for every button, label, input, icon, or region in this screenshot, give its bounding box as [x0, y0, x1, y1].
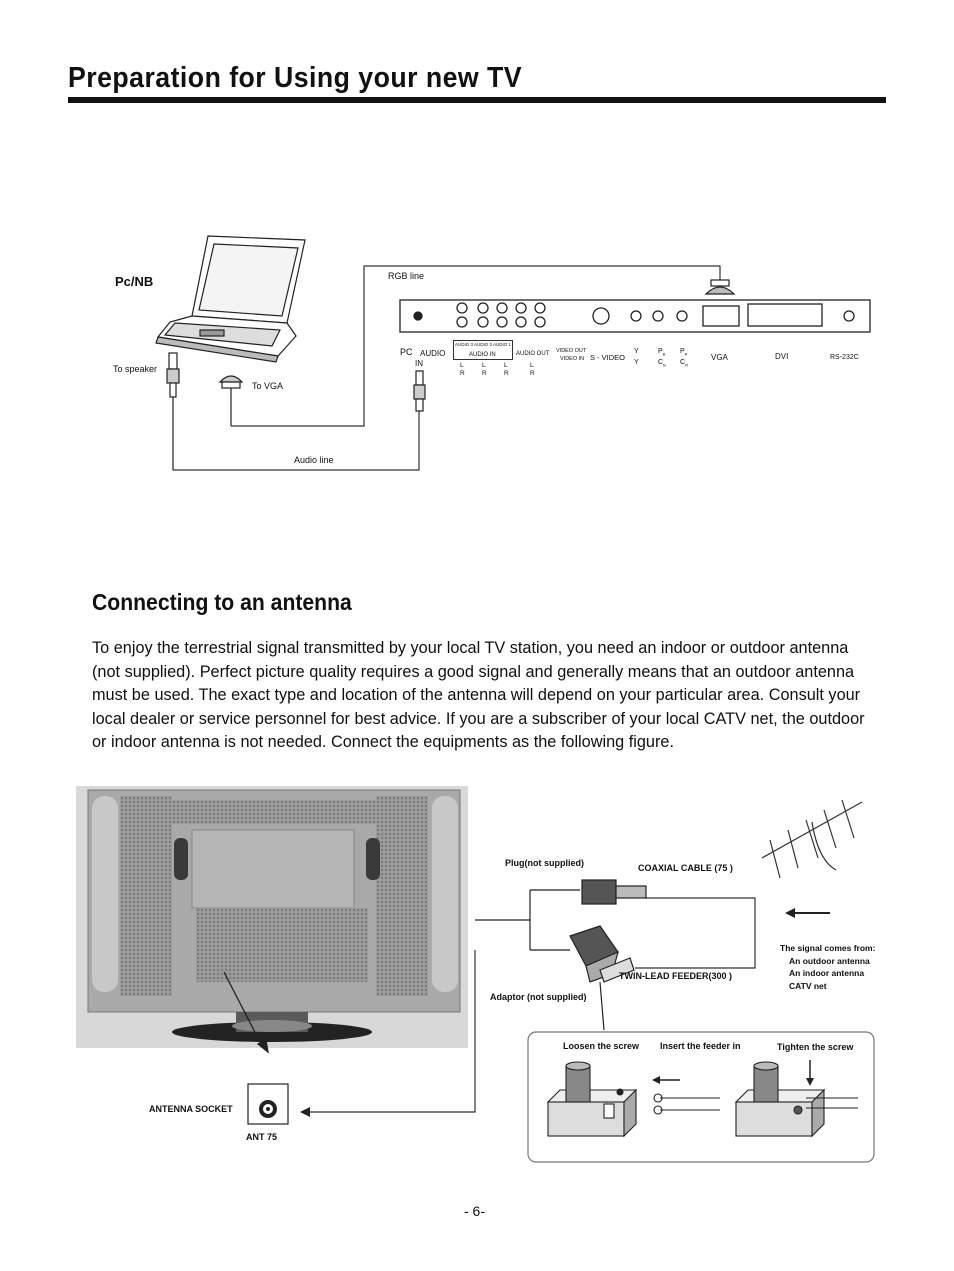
pb-label: PB	[658, 348, 666, 357]
vga-label: VGA	[711, 353, 728, 362]
paragraph-line: or indoor antenna is not needed. Connect…	[92, 733, 674, 751]
adaptor-label: Adaptor (not supplied)	[490, 992, 587, 1002]
loosen-screw-label: Loosen the screw	[563, 1041, 640, 1051]
insert-feeder-label: Insert the feeder in	[660, 1041, 741, 1051]
signal-arrow-head	[785, 908, 795, 918]
antenna-heading: Connecting to an antenna	[92, 589, 352, 615]
signal-source-list: The signal comes from: An outdoor antenn…	[780, 942, 875, 992]
page-number: - 6-	[464, 1203, 485, 1219]
l-label-3: L	[504, 362, 508, 369]
plug-label: Plug(not supplied)	[505, 858, 584, 868]
antenna-connection-diagram	[76, 786, 875, 1163]
pc-audio-label-in: IN	[415, 359, 423, 368]
pc-connection-diagram	[155, 235, 871, 471]
audio-out-label: AUDIO OUT	[516, 351, 550, 357]
audio3-label: AUDIO 3	[455, 342, 474, 347]
tv-rear-panel	[399, 299, 871, 333]
r-label-1: R	[460, 370, 465, 377]
antenna-socket-label: ANTENNA SOCKET	[149, 1104, 233, 1114]
page-title: Preparation for Using your new TV	[68, 62, 522, 94]
paragraph-line: To enjoy the terrestrial signal transmit…	[92, 639, 849, 657]
terminal-left	[546, 1061, 638, 1138]
signal-source-item: An outdoor antenna	[789, 955, 870, 966]
title-rule	[68, 97, 886, 103]
r-label-3: R	[504, 370, 509, 377]
socket-arrow	[300, 1107, 310, 1117]
plug-illustration	[475, 879, 647, 951]
signal-source-item: CATV net	[789, 980, 827, 991]
antenna-illustration	[761, 799, 863, 879]
dvi-label: DVI	[775, 352, 789, 361]
antenna-paragraph: To enjoy the terrestrial signal transmit…	[92, 637, 882, 755]
pc-nb-label: Pc/NB	[115, 274, 154, 289]
video-in-label: VIDEO IN	[560, 356, 585, 362]
socket-cable	[306, 950, 476, 1113]
rgb-connector	[704, 279, 736, 295]
l-label-4: L	[530, 362, 534, 369]
tighten-arrow-head	[806, 1078, 814, 1086]
cr-label: CR	[680, 359, 688, 368]
rgb-line-label: RGB line	[388, 271, 425, 281]
pc-audio-label-pc: PC	[400, 347, 413, 357]
laptop-illustration	[155, 235, 306, 363]
adaptor-illustration	[569, 925, 635, 1031]
pr-label: PR	[680, 348, 688, 357]
audio-line-label: Audio line	[294, 455, 334, 465]
r-label-2: R	[482, 370, 487, 377]
cb-label: CB	[658, 359, 666, 368]
signal-source-item: An indoor antenna	[789, 968, 865, 978]
pc-audio-label-audio: AUDIO	[420, 349, 446, 358]
audio1-label: AUDIO 1	[493, 342, 512, 347]
coax-line	[635, 897, 756, 969]
audio-group-box	[453, 340, 513, 360]
l-label-1: L	[460, 362, 464, 369]
feeder-wires	[653, 1093, 858, 1115]
y-label-2: Y	[634, 359, 639, 366]
s-video-label: S - VIDEO	[590, 353, 626, 362]
l-label-2: L	[482, 362, 486, 369]
video-out-label: VIDEO OUT	[556, 348, 587, 354]
vga-plug	[218, 375, 244, 426]
antenna-socket-icon	[247, 1083, 289, 1125]
signal-source-title: The signal comes from:	[780, 943, 876, 953]
speaker-plug	[166, 352, 180, 470]
tv-rear-illustration	[76, 786, 468, 1048]
audio-in-plug	[413, 370, 426, 412]
tighten-screw-label: Tighten the screw	[777, 1042, 854, 1052]
y-label-1: Y	[634, 348, 639, 355]
r-label-4: R	[530, 370, 535, 377]
to-speaker-label: To speaker	[113, 364, 158, 374]
paragraph-line: (not supplied). Perfect picture quality …	[92, 662, 855, 681]
insert-arrow-head	[652, 1076, 660, 1084]
twin-lead-label: TWIN-LEAD FEEDER(300 )	[619, 971, 733, 981]
paragraph-line: must be used. The exact type and locatio…	[92, 686, 861, 704]
coaxial-label: COAXIAL CABLE (75 )	[638, 863, 733, 873]
terminal-right	[734, 1061, 826, 1138]
paragraph-line: local dealer or service personnel for be…	[92, 709, 865, 728]
to-vga-label: To VGA	[252, 381, 284, 391]
audio2-label: AUDIO 2	[474, 342, 493, 347]
audio-in-label: AUDIO IN	[469, 352, 496, 358]
cables	[173, 265, 721, 471]
ant75-label: ANT 75	[246, 1132, 278, 1142]
rs232-label: RS-232C	[830, 354, 859, 361]
socket-pointer	[223, 971, 269, 1054]
